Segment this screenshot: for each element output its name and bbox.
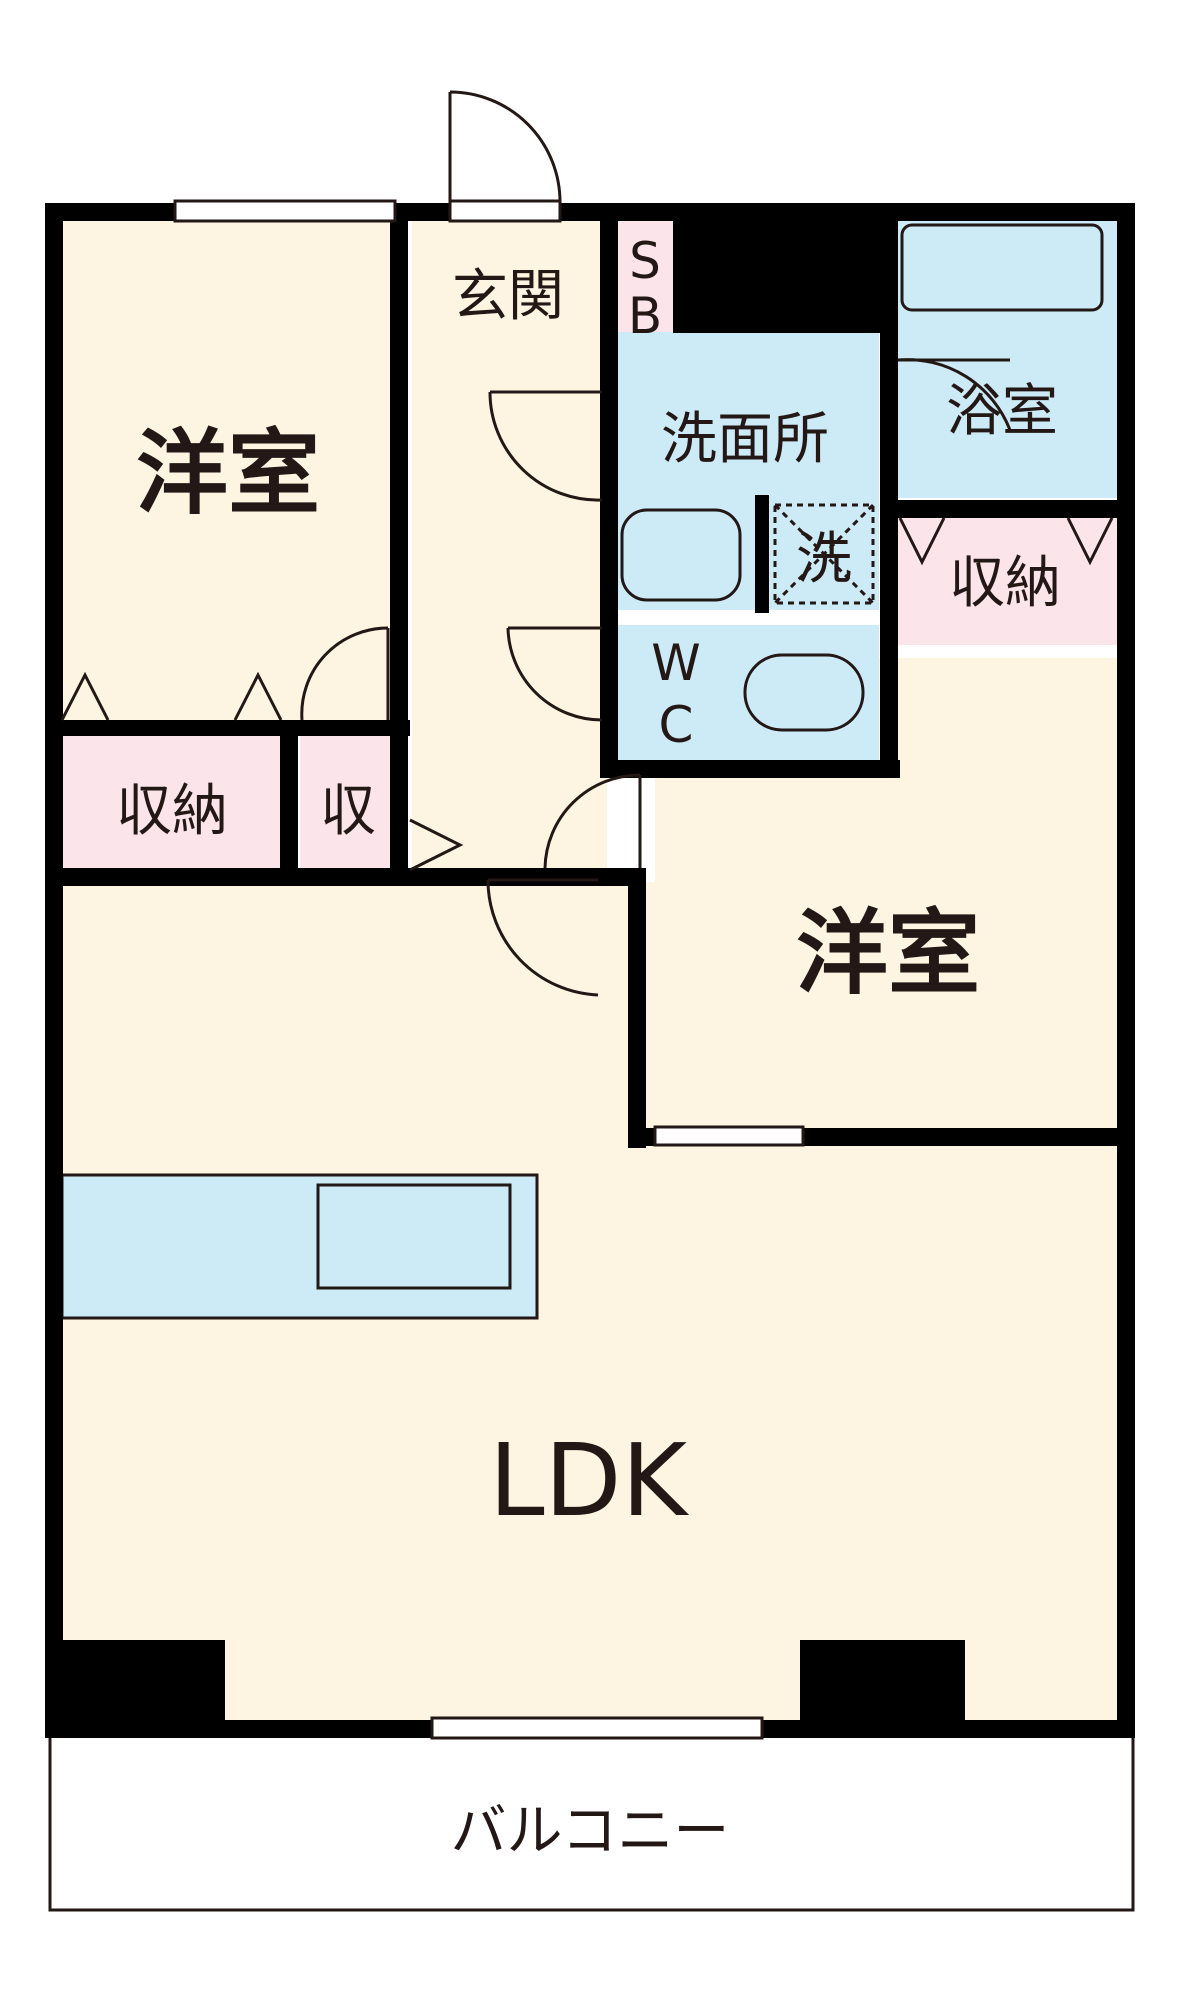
entrance-label: 玄関: [452, 264, 564, 329]
closet-markers: [60, 517, 1114, 872]
storage-small-floor: [300, 735, 396, 870]
wc-floor: [617, 625, 879, 760]
room-labels: 洋室 洋室 玄関 S B 洗面所 浴室 洗 収納 収納 収 W C LDK バル…: [116, 232, 1061, 1864]
floor-areas: [60, 218, 1117, 1720]
wash-basin: [620, 508, 742, 602]
western-room-1-label: 洋室: [136, 420, 320, 527]
wc-c-label: C: [659, 696, 694, 754]
storage-left-floor: [60, 735, 282, 870]
bathroom-label: 浴室: [946, 379, 1058, 444]
washroom-floor: [617, 332, 879, 610]
laundry-label: 洗: [796, 527, 852, 592]
door-swings: [300, 90, 1012, 997]
storage-right-floor: [892, 515, 1117, 645]
shoe-box-floor: [617, 218, 673, 348]
balcony-label: バルコニー: [451, 1799, 730, 1864]
toilet: [743, 653, 865, 732]
storage-small-label: 収: [320, 779, 376, 844]
storage-left-label: 収納: [116, 779, 228, 844]
sink: [316, 1183, 512, 1290]
western-room-2-label: 洋室: [796, 900, 980, 1007]
windows: [173, 199, 805, 1740]
wc-w-label: W: [651, 634, 700, 692]
hall-floor: [412, 218, 607, 868]
shoe-box-s-label: S: [629, 232, 661, 290]
storage-right-label: 収納: [949, 551, 1061, 616]
fixtures: [620, 223, 1104, 732]
bathroom-floor: [892, 218, 1117, 498]
balcony-area: [48, 1733, 1135, 1912]
bathtub: [900, 223, 1104, 312]
ldk-label: LDK: [489, 1422, 690, 1539]
shoe-box-b-label: B: [628, 287, 662, 345]
washroom-label: 洗面所: [661, 407, 829, 472]
